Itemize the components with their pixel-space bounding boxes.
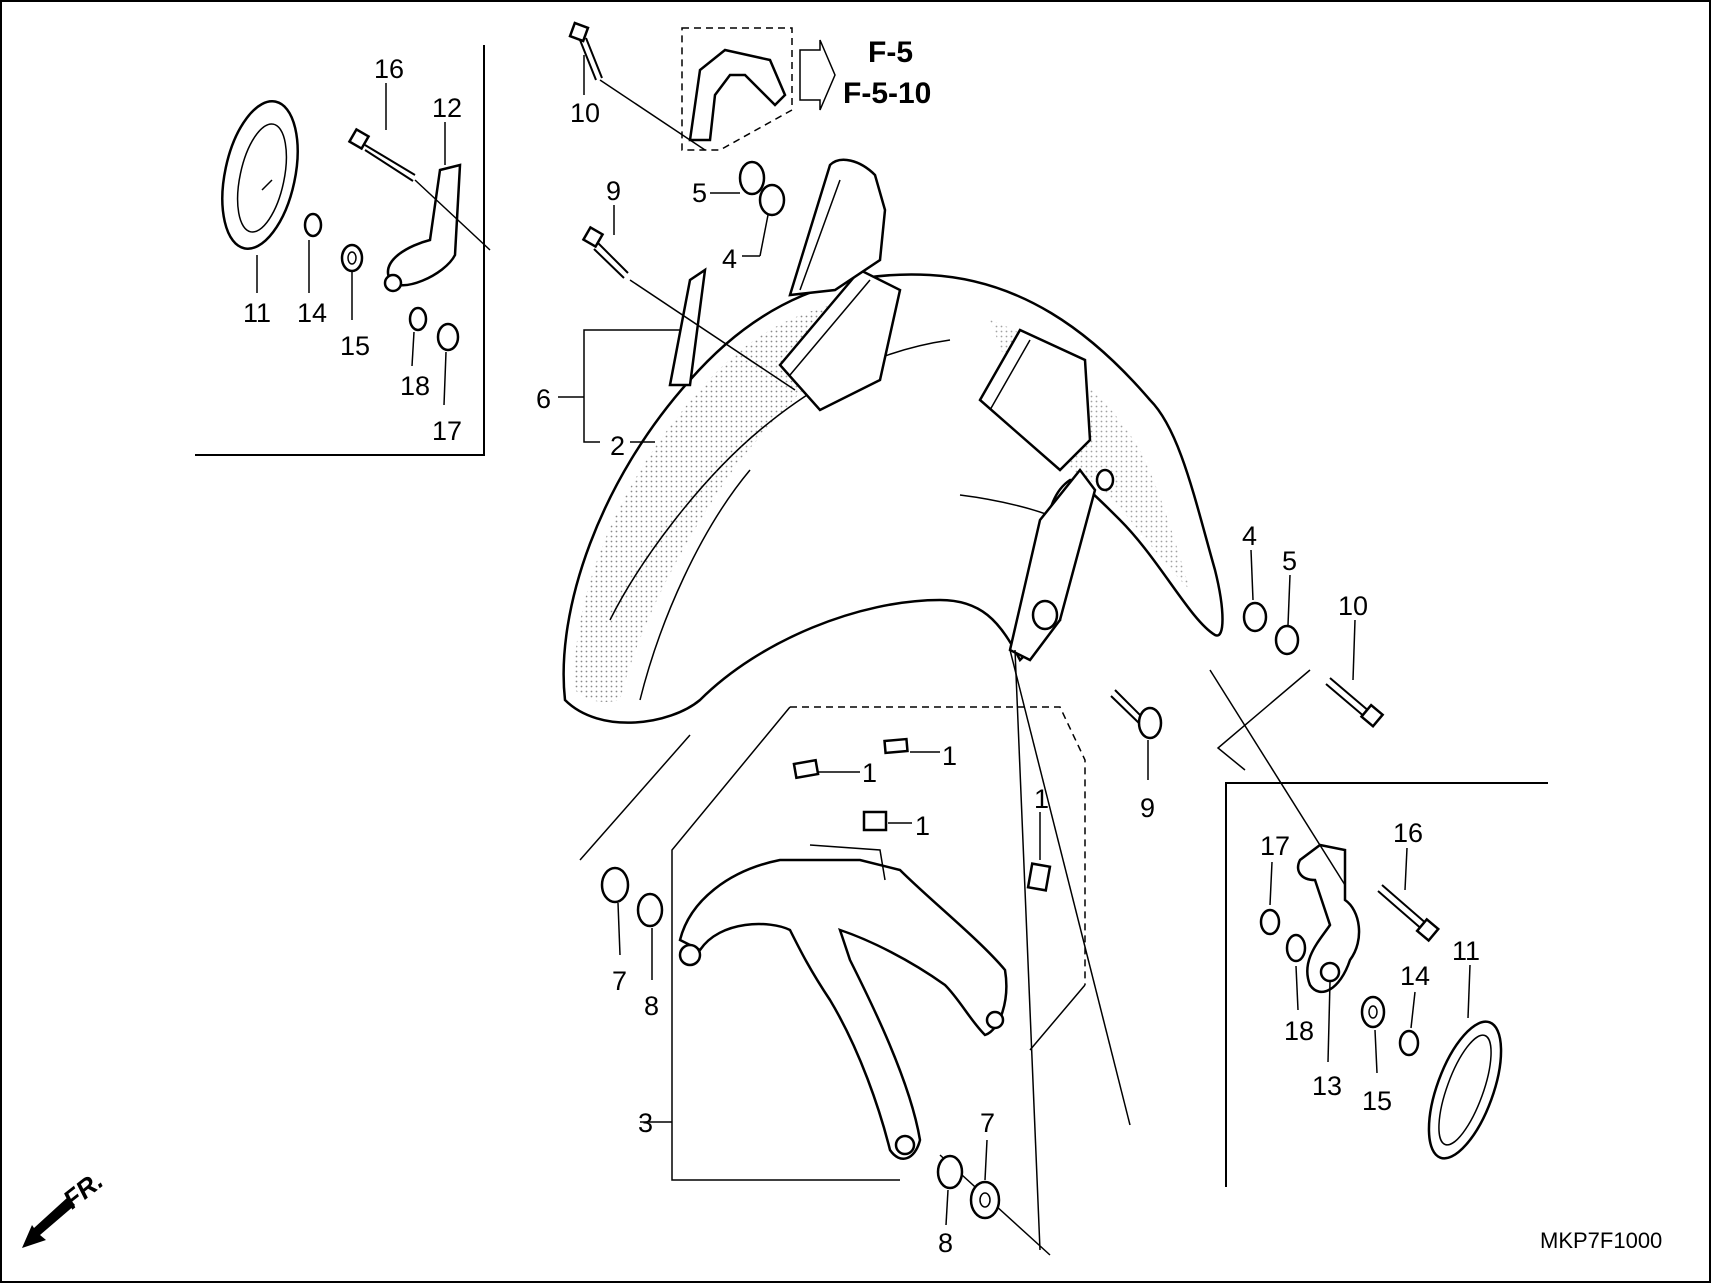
callout-17-left[interactable]: 17	[432, 416, 462, 446]
callout-10-right[interactable]: 10	[1338, 591, 1368, 621]
callout-1-d[interactable]: 1	[1034, 784, 1049, 814]
callout-labels: 16 12 11 14 15 18 17 10 5 4 9 6 2 4 5 10…	[243, 54, 1480, 1258]
callout-15-right[interactable]: 15	[1362, 1086, 1392, 1116]
callout-5-top[interactable]: 5	[692, 178, 707, 208]
callout-8-left[interactable]: 8	[644, 991, 659, 1021]
callout-8-lower[interactable]: 8	[938, 1228, 953, 1258]
callout-16-right[interactable]: 16	[1393, 818, 1423, 848]
callout-4-right[interactable]: 4	[1242, 521, 1257, 551]
callout-6[interactable]: 6	[536, 384, 551, 414]
callout-16-left[interactable]: 16	[374, 54, 404, 84]
callout-5-right[interactable]: 5	[1282, 546, 1297, 576]
right-detail-inset	[1209, 669, 1548, 1187]
callout-1-c[interactable]: 1	[915, 811, 930, 841]
callout-11-left[interactable]: 11	[243, 298, 271, 328]
fender-upper-cover-part-6	[668, 158, 887, 387]
callout-17-right[interactable]: 17	[1260, 831, 1290, 861]
callout-1-a[interactable]: 1	[862, 758, 877, 788]
top-hardware	[558, 21, 836, 443]
left-detail-inset	[195, 45, 491, 456]
callout-14-right[interactable]: 14	[1400, 961, 1430, 991]
callout-1-b[interactable]: 1	[942, 741, 957, 771]
front-fender-part-2	[562, 268, 1224, 724]
cross-reference-f5-10[interactable]: F-5-10	[843, 77, 931, 110]
lower-fasteners	[936, 1139, 1001, 1226]
callout-14-left[interactable]: 14	[297, 298, 327, 328]
callout-3[interactable]: 3	[638, 1108, 653, 1138]
callout-11-right[interactable]: 11	[1452, 936, 1480, 966]
callout-4-top[interactable]: 4	[722, 244, 737, 274]
callout-18-right[interactable]: 18	[1284, 1016, 1314, 1046]
assembly-guide-lines	[579, 649, 1131, 1256]
callout-15-left[interactable]: 15	[340, 331, 370, 361]
callout-18-left[interactable]: 18	[400, 371, 430, 401]
lower-left-fasteners	[600, 866, 664, 980]
callout-7-left[interactable]: 7	[612, 966, 627, 996]
right-side-hardware	[1110, 549, 1385, 780]
callout-9-lower[interactable]: 9	[1140, 793, 1155, 823]
callout-9-top[interactable]: 9	[606, 176, 621, 206]
callout-10-top[interactable]: 10	[570, 98, 600, 128]
callout-13[interactable]: 13	[1312, 1071, 1342, 1101]
fender-stay-part-3	[678, 844, 1008, 1160]
cross-reference-f5[interactable]: F-5	[868, 36, 913, 69]
rubber-cushions-part-1	[792, 737, 1052, 892]
front-direction-arrow: FR.	[22, 1165, 109, 1248]
callout-12[interactable]: 12	[432, 93, 462, 123]
callout-2[interactable]: 2	[610, 431, 625, 461]
callout-7-lower[interactable]: 7	[980, 1108, 995, 1138]
diagram-reference-code: MKP7F1000	[1540, 1228, 1662, 1253]
